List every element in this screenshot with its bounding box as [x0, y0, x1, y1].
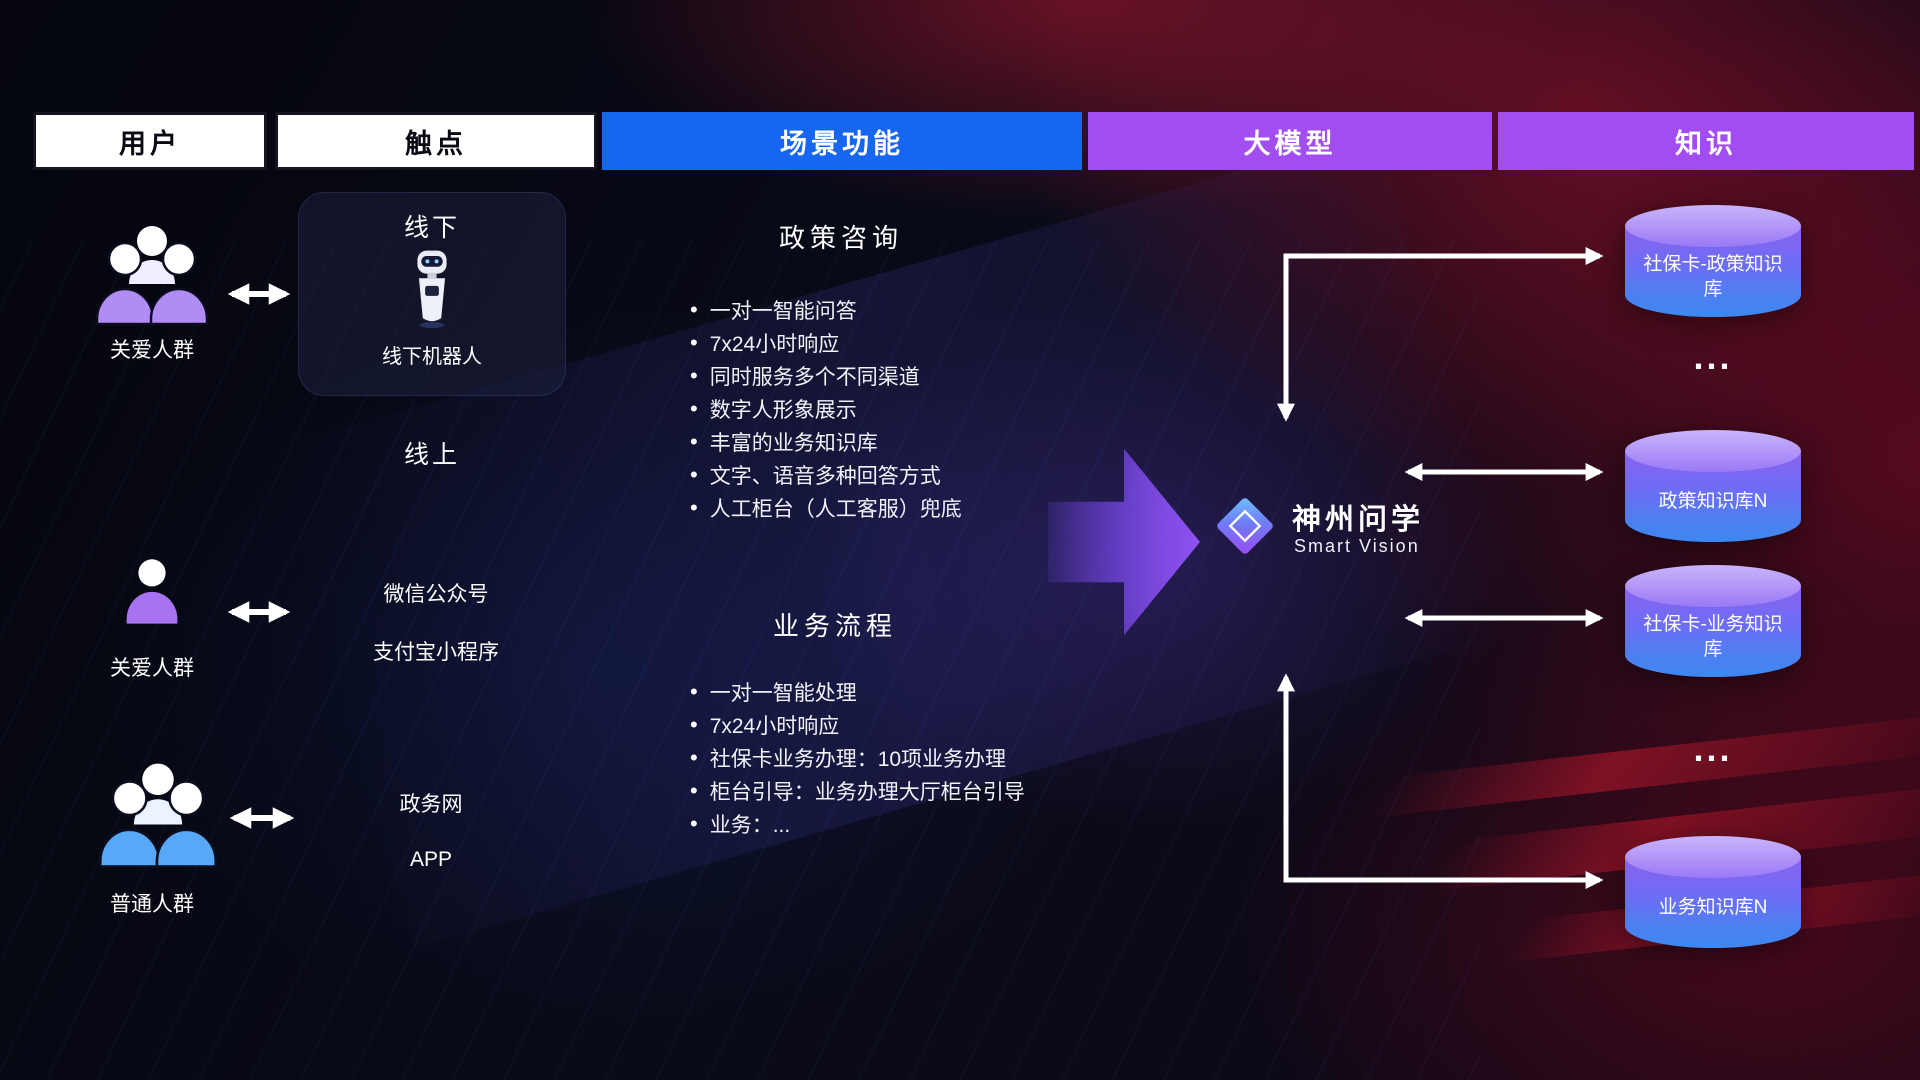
bullet-item: 数字人形象展示 — [690, 392, 962, 425]
user-label-general: 普通人群 — [110, 893, 194, 916]
bullet-text: 一对一智能处理 — [709, 681, 857, 705]
header-cell-knowledge: 知识 — [1498, 112, 1914, 170]
offline-robot-label: 线下机器人 — [382, 346, 482, 368]
bullet-item: 7x24小时响应 — [690, 708, 1025, 741]
bullet-item: 社保卡业务办理：10项业务办理 — [690, 741, 1025, 774]
bullet-text: 社保卡业务办理：10项业务办理 — [709, 747, 1007, 771]
bullet-item: 7x24小时响应 — [690, 326, 962, 359]
kb-policy-n: 政策知识库N — [1625, 430, 1801, 542]
policy-bullet-list: 一对一智能问答 7x24小时响应 同时服务多个不同渠道 数字人形象展示 丰富的业… — [690, 293, 962, 524]
arrow-model-kb1 — [1277, 247, 1604, 422]
db-cylinder-top — [1625, 565, 1801, 607]
bullet-text: 丰富的业务知识库 — [709, 431, 878, 455]
header-cell-touchpoint: 触点 — [275, 112, 597, 170]
bullet-item: 同时服务多个不同渠道 — [690, 359, 962, 392]
bullet-text: 7x24小时响应 — [709, 714, 840, 738]
bullet-item: 丰富的业务知识库 — [690, 425, 962, 458]
header-cell-scenario: 场景功能 — [602, 112, 1082, 170]
scenario-business-title: 业务流程 — [772, 611, 898, 641]
kb-social-card-policy: 社保卡-政策知识库 — [1625, 205, 1801, 317]
kb-label: 业务知识库N — [1658, 897, 1768, 919]
business-bullet-list: 一对一智能处理 7x24小时响应 社保卡业务办理：10项业务办理 柜台引导：业务… — [690, 675, 1025, 840]
arrow-model-kb4 — [1277, 673, 1604, 889]
bullet-text: 7x24小时响应 — [709, 332, 840, 356]
db-cylinder-top — [1625, 836, 1801, 878]
flow-arrow — [1048, 448, 1200, 636]
user-label-care-1: 关爱人群 — [110, 339, 194, 362]
robot-icon — [409, 248, 455, 335]
header-label: 知识 — [1675, 128, 1737, 159]
bullet-item: 柜台引导：业务办理大厅柜台引导 — [690, 774, 1025, 807]
offline-title: 线下 — [403, 214, 461, 242]
bullet-item: 业务：... — [690, 807, 1025, 840]
db-cylinder-top — [1625, 205, 1801, 247]
header-label: 场景功能 — [780, 128, 904, 159]
bullet-text: 文字、语音多种回答方式 — [709, 464, 941, 488]
channel-alipay: 支付宝小程序 — [373, 641, 499, 664]
brand-gem-icon — [1217, 498, 1273, 554]
header-cell-model: 大模型 — [1088, 112, 1492, 170]
brand-name: 神州问学 — [1292, 504, 1425, 536]
bullet-text: 人工柜台（人工客服）兜底 — [709, 497, 962, 521]
ellipsis: ... — [1693, 336, 1733, 377]
bullet-item: 一对一智能处理 — [690, 675, 1025, 708]
bullet-item: 人工柜台（人工客服）兜底 — [690, 491, 962, 524]
bullet-item: 文字、语音多种回答方式 — [690, 458, 962, 491]
kb-social-card-business: 社保卡-业务知识库 — [1625, 565, 1801, 677]
brand-subtitle: Smart Vision — [1294, 536, 1420, 556]
channel-gov-web: 政务网 — [399, 793, 463, 816]
red-brush-stroke — [1363, 713, 1920, 819]
kb-label: 社保卡-政策知识库 — [1643, 253, 1783, 300]
channel-app: APP — [409, 848, 453, 871]
bullet-text: 业务：... — [709, 813, 791, 837]
bullet-text: 一对一智能问答 — [709, 299, 857, 323]
header-label: 大模型 — [1243, 128, 1337, 159]
kb-business-n: 业务知识库N — [1625, 836, 1801, 948]
ellipsis: ... — [1693, 728, 1733, 769]
online-title: 线上 — [403, 441, 461, 469]
db-cylinder-top — [1625, 430, 1801, 472]
header-cell-user: 用户 — [33, 112, 267, 170]
header-label: 用户 — [119, 128, 181, 159]
header-label: 触点 — [405, 128, 467, 159]
user-single-purple-icon — [123, 556, 181, 631]
user-label-care-2: 关爱人群 — [110, 657, 194, 680]
bullet-text: 数字人形象展示 — [709, 398, 857, 422]
scenario-policy-title: 政策咨询 — [778, 223, 904, 253]
kb-label: 政策知识库N — [1658, 491, 1768, 513]
user-group-blue-icon — [95, 758, 221, 875]
user-group-purple-icon — [92, 218, 212, 335]
kb-label: 社保卡-业务知识库 — [1643, 613, 1783, 660]
bullet-text: 同时服务多个不同渠道 — [709, 365, 920, 389]
bullet-text: 柜台引导：业务办理大厅柜台引导 — [709, 780, 1025, 804]
bullet-item: 一对一智能问答 — [690, 293, 962, 326]
channel-wechat: 微信公众号 — [383, 583, 489, 606]
